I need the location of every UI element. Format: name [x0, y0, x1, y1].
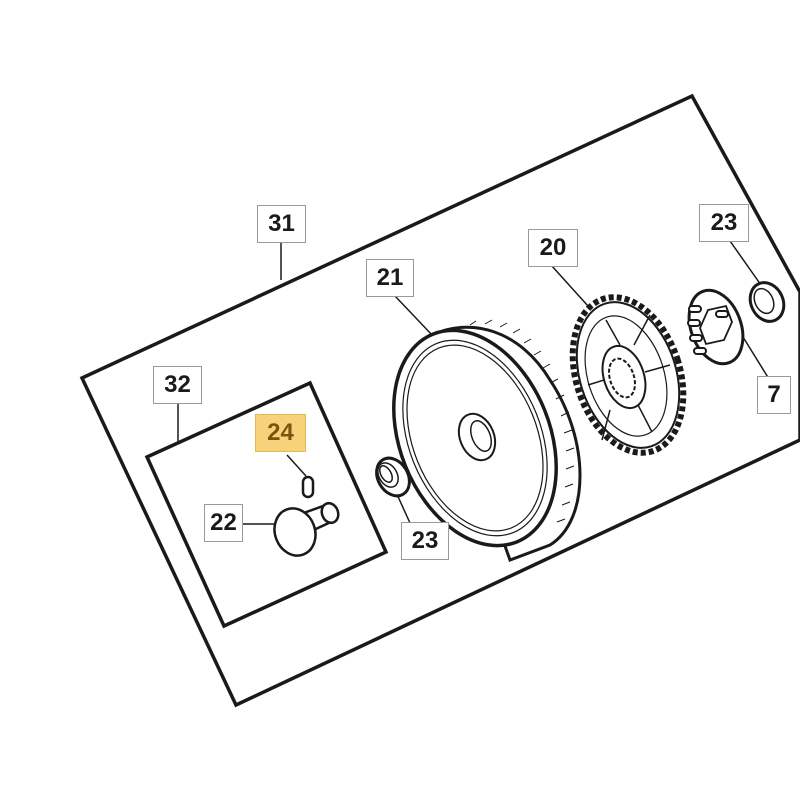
- wheel-21-icon: [392, 319, 582, 562]
- callout-23-left[interactable]: 23: [401, 522, 449, 560]
- gear-20-icon: [569, 294, 687, 456]
- callout-31[interactable]: 31: [257, 205, 306, 243]
- wheel-tread-marks: [469, 319, 575, 523]
- pin-24-icon: [301, 475, 315, 499]
- axle-pin-22-icon: [273, 501, 340, 557]
- inner-kit-frame: [144, 380, 389, 629]
- callout-20[interactable]: 20: [528, 229, 578, 267]
- callout-21[interactable]: 21: [366, 259, 414, 297]
- callout-22[interactable]: 22: [204, 504, 243, 542]
- callout-32[interactable]: 32: [153, 366, 202, 404]
- hub-cap-7-icon: [687, 288, 745, 366]
- leader-lines: [177, 240, 770, 525]
- callout-7[interactable]: 7: [757, 376, 791, 414]
- outer-kit-frame: [79, 93, 800, 708]
- bearing-23-right-icon: [748, 281, 786, 323]
- bearing-23-left-icon: [375, 456, 411, 498]
- callout-23-right[interactable]: 23: [699, 204, 749, 242]
- callout-24-highlighted[interactable]: 24: [255, 414, 306, 452]
